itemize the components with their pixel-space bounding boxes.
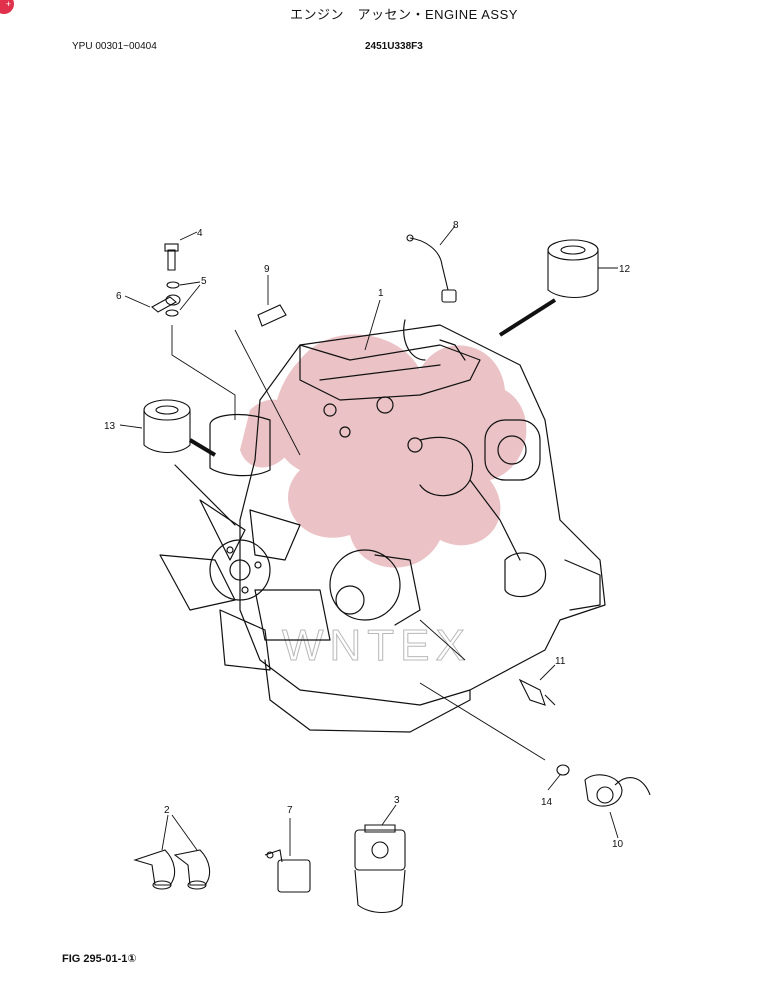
figure-id: FIG 295-01-1① [62,953,137,965]
callout-1: 1 [378,288,384,299]
callout-2: 2 [164,805,170,816]
callout-10: 10 [612,839,624,850]
callout-8: 8 [453,220,459,231]
cooling-fan [159,499,331,671]
callout-labels: 1 2 3 4 5 6 7 8 9 10 11 12 13 14 [104,220,631,850]
oil-filter-12 [547,239,599,299]
callout-11: 11 [555,656,566,667]
watermark-text: WNTEX [282,621,471,670]
callout-12: 12 [619,264,631,275]
fuel-filter-13 [143,399,191,454]
corner-badge: + [0,0,14,14]
page-title: エンジン アッセン・ENGINE ASSY [290,7,518,22]
callout-14: 14 [541,797,553,808]
engine-body [159,319,606,733]
alternator [329,549,421,626]
callout-5: 5 [201,276,207,287]
model-range: YPU 00301~00404 [72,41,157,52]
callout-13: 13 [104,421,116,432]
watermark-logo [240,334,527,568]
callout-3: 3 [394,795,400,806]
callout-4: 4 [197,228,203,239]
bolt-4 [167,249,176,271]
detached-parts [133,234,651,914]
callout-6: 6 [116,291,122,302]
callout-9: 9 [264,264,270,275]
callout-7: 7 [287,805,293,816]
leader-lines [119,225,619,856]
part-number: 2451U338F3 [365,41,423,52]
